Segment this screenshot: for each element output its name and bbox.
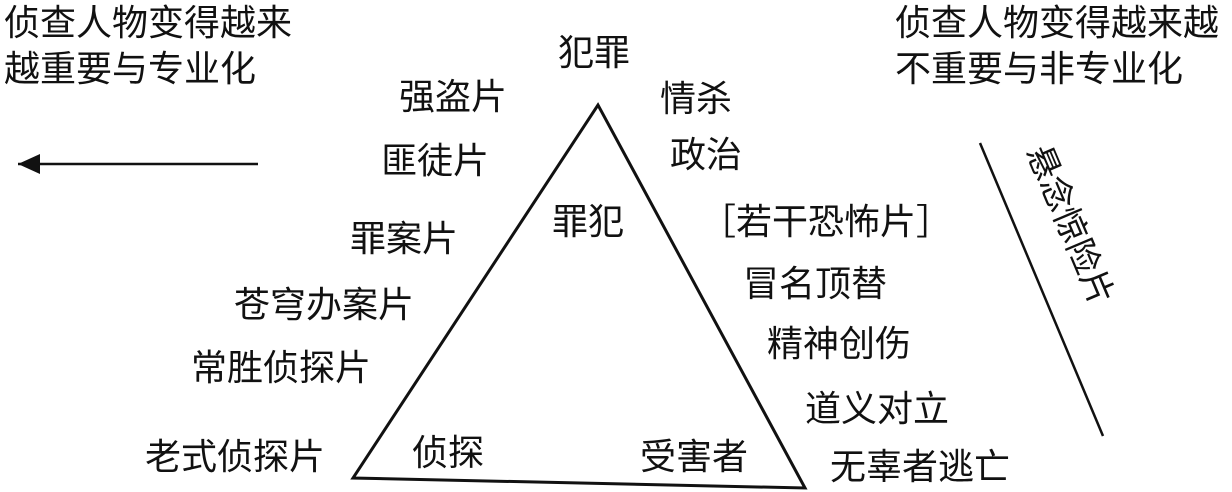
top-right-note-line2: 不重要与非专业化 xyxy=(895,49,1184,90)
triangle-outline xyxy=(350,102,808,490)
right-item: 冒名顶替 xyxy=(743,264,888,305)
triangle-bottom-right-inner: 受害者 xyxy=(640,437,749,478)
right-item: 精神创伤 xyxy=(767,324,912,365)
diagonal-separator xyxy=(978,142,1105,437)
left-item: 匪徒片 xyxy=(381,141,490,182)
apex-label: 犯罪 xyxy=(558,33,631,74)
left-item: 强盗片 xyxy=(399,77,508,118)
top-right-note-line1: 侦查人物变得越来越 xyxy=(895,3,1220,44)
left-item: 苍穹办案片 xyxy=(234,285,415,326)
left-item: 常胜侦探片 xyxy=(191,348,372,389)
top-left-note-line2: 越重要与专业化 xyxy=(4,49,257,90)
right-item: 政治 xyxy=(670,135,743,176)
triangle-top-inner: 罪犯 xyxy=(552,202,625,243)
left-arrow-head xyxy=(18,154,40,174)
right-item: 道义对立 xyxy=(805,389,950,430)
left-item: 罪案片 xyxy=(350,219,459,260)
top-left-note-line1: 侦查人物变得越来 xyxy=(4,3,293,44)
left-item: 老式侦探片 xyxy=(145,437,326,478)
triangle-bottom-left-inner: 侦探 xyxy=(412,433,485,474)
right-item: 情杀 xyxy=(660,79,733,120)
right-item: 无辜者逃亡 xyxy=(830,447,1011,488)
right-item: ［若干恐怖片］ xyxy=(700,202,953,243)
